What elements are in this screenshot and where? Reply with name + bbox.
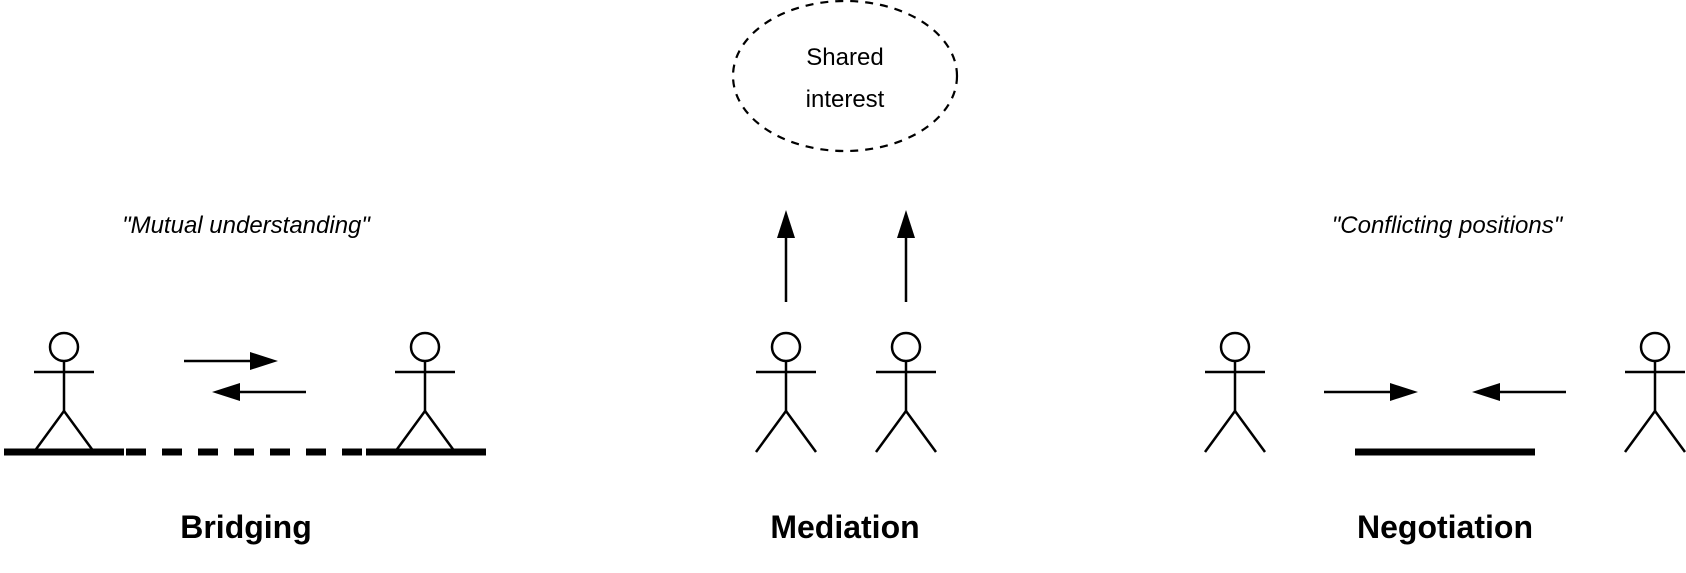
bridging-right-figure [393, 331, 457, 453]
negotiation-group: "Conflicting positions" Negotiation [1203, 212, 1686, 545]
bridging-quote: "Mutual understanding" [122, 212, 371, 239]
figure-head [409, 331, 441, 363]
negotiation-arrow-left [1472, 383, 1566, 401]
cloud-text-line2: interest [806, 86, 885, 113]
figure-head [890, 331, 922, 363]
negotiation-caption: Negotiation [1357, 509, 1533, 545]
figure-head [770, 331, 802, 363]
figure-legs [754, 408, 818, 453]
bridging-arrow-right [184, 352, 278, 370]
bridging-arrow-left [212, 383, 306, 401]
mediation-arrow-up-left [777, 210, 795, 302]
cloud-text-line1: Shared [806, 44, 883, 71]
figure-legs [1623, 408, 1686, 453]
bridging-left-figure [32, 331, 96, 453]
figure-head [48, 331, 80, 363]
mediation-right-figure [874, 331, 938, 453]
figure-head [1639, 331, 1671, 363]
figure-head [1219, 331, 1251, 363]
shared-interest-cloud [731, 0, 959, 153]
figure-legs [874, 408, 938, 453]
negotiation-quote: "Conflicting positions" [1332, 212, 1564, 239]
bridging-group: "Mutual understanding" Bridging [4, 212, 486, 545]
mediation-group: Shared interest Mediation [731, 0, 959, 545]
negotiation-left-figure [1203, 331, 1267, 453]
mediation-arrow-up-right [897, 210, 915, 302]
figure-legs [393, 408, 457, 453]
bridging-caption: Bridging [180, 509, 312, 545]
figure-legs [32, 408, 96, 453]
negotiation-arrow-right [1324, 383, 1418, 401]
mediation-left-figure [754, 331, 818, 453]
negotiation-right-figure [1623, 331, 1686, 453]
figure-legs [1203, 408, 1267, 453]
mediation-caption: Mediation [770, 509, 919, 545]
